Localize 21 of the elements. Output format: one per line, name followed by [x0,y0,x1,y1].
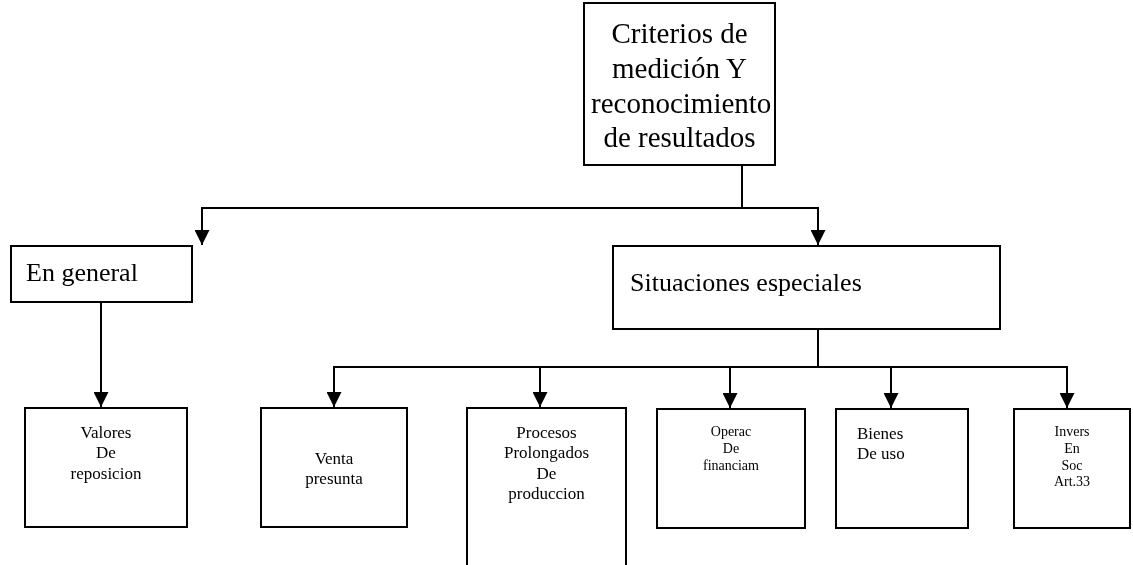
box-label: Venta presunta [304,449,364,490]
box-label: Bienes De uso [857,424,906,465]
box-label: Invers En Soc Art.33 [1052,424,1092,492]
arrow [817,329,1075,409]
box-label: Operac De financiam [702,424,760,475]
text-box [24,407,188,528]
box-label: Valores De reposicion [69,423,143,485]
text-box [466,407,627,565]
box-label: Criterios de medición Y reconocimiento de resultados [591,16,768,156]
box-label: En general [26,257,139,289]
text-box [1013,408,1131,529]
arrow [741,165,826,246]
text-box [260,407,408,528]
box-label: Situaciones especiales [630,267,863,299]
text-box [835,408,969,529]
box-label: Procesos Prolongados De produccion [503,423,590,505]
arrow [93,302,109,408]
text-box [612,245,1001,330]
text-box [10,245,193,303]
text-box [656,408,806,529]
text-box [583,2,776,166]
